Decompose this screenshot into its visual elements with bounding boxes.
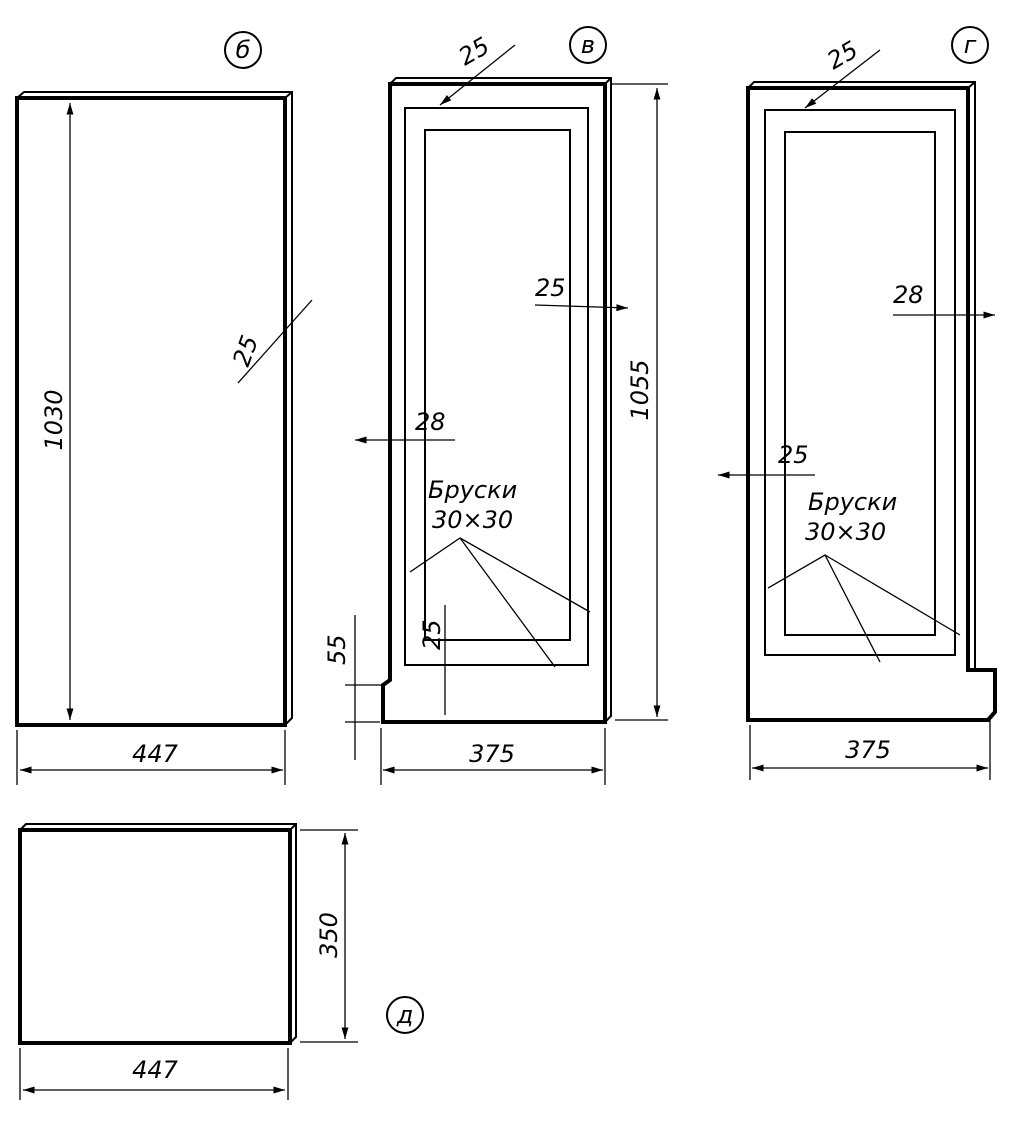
- panel-b: 1030 447 25 б: [15, 31, 313, 785]
- dim-g-width: 375: [845, 736, 891, 764]
- dim-b-thickness: 25: [227, 332, 264, 370]
- g-bars-note-1: Бруски: [808, 488, 897, 516]
- panel-d-face: [18, 828, 292, 1045]
- panel-g-edge: [747, 81, 976, 670]
- panel-g-window: [784, 131, 936, 636]
- g-leader-lines: [767, 554, 961, 663]
- dim-v-step: 55: [323, 634, 351, 665]
- dim-v-left: 28: [415, 408, 446, 436]
- label-circle: [569, 26, 607, 64]
- panel-v-bar-frame: [404, 107, 589, 666]
- dim-v-width: 375: [469, 740, 515, 768]
- panel-v-edge: [389, 77, 612, 723]
- dim-v-top: 25: [454, 32, 494, 72]
- dim-g-top-line: [804, 49, 881, 109]
- panel-d-edge: [19, 823, 297, 1044]
- panel-g-face: [746, 86, 997, 722]
- label-circle: [224, 31, 262, 69]
- panel-v-window: [424, 129, 571, 641]
- dim-b-height: 1030: [40, 389, 68, 450]
- label-circle: [386, 996, 424, 1034]
- v-leader-lines: [409, 537, 591, 668]
- panel-v-face: [381, 82, 607, 724]
- panel-b-label: б: [236, 36, 251, 64]
- dim-d-width: 447: [132, 1056, 179, 1084]
- dim-v-bottom: 25: [418, 619, 446, 650]
- v-bars-note-1: Бруски: [428, 476, 517, 504]
- panel-v: 25 25 1055 28 Бруски 30×30 25 55 375 в: [323, 26, 668, 785]
- panel-v-label: в: [581, 31, 595, 59]
- panel-g-bar-frame: [764, 109, 956, 656]
- panel-g-label: г: [964, 31, 977, 59]
- dim-b-width: 447: [132, 740, 179, 768]
- dim-v-top-line: [439, 44, 516, 106]
- dim-g-left: 25: [778, 441, 809, 469]
- panel-d: 350 447 д: [18, 823, 424, 1100]
- panel-g: 25 28 25 Бруски 30×30 375 г: [718, 26, 997, 780]
- dim-d-height: 350: [315, 912, 343, 958]
- panel-d-label: д: [396, 1001, 414, 1029]
- dim-g-right: 28: [893, 281, 924, 309]
- v-bars-note-2: 30×30: [432, 506, 513, 534]
- dim-g-top: 25: [822, 36, 862, 76]
- panel-b-edge: [16, 91, 293, 726]
- dim-v-right-line: [534, 304, 629, 312]
- dim-b-thickness-line: [237, 299, 313, 384]
- dim-v-right: 25: [535, 274, 566, 302]
- label-circle: [951, 26, 989, 64]
- dim-v-height: 1055: [626, 359, 654, 420]
- g-bars-note-2: 30×30: [805, 518, 886, 546]
